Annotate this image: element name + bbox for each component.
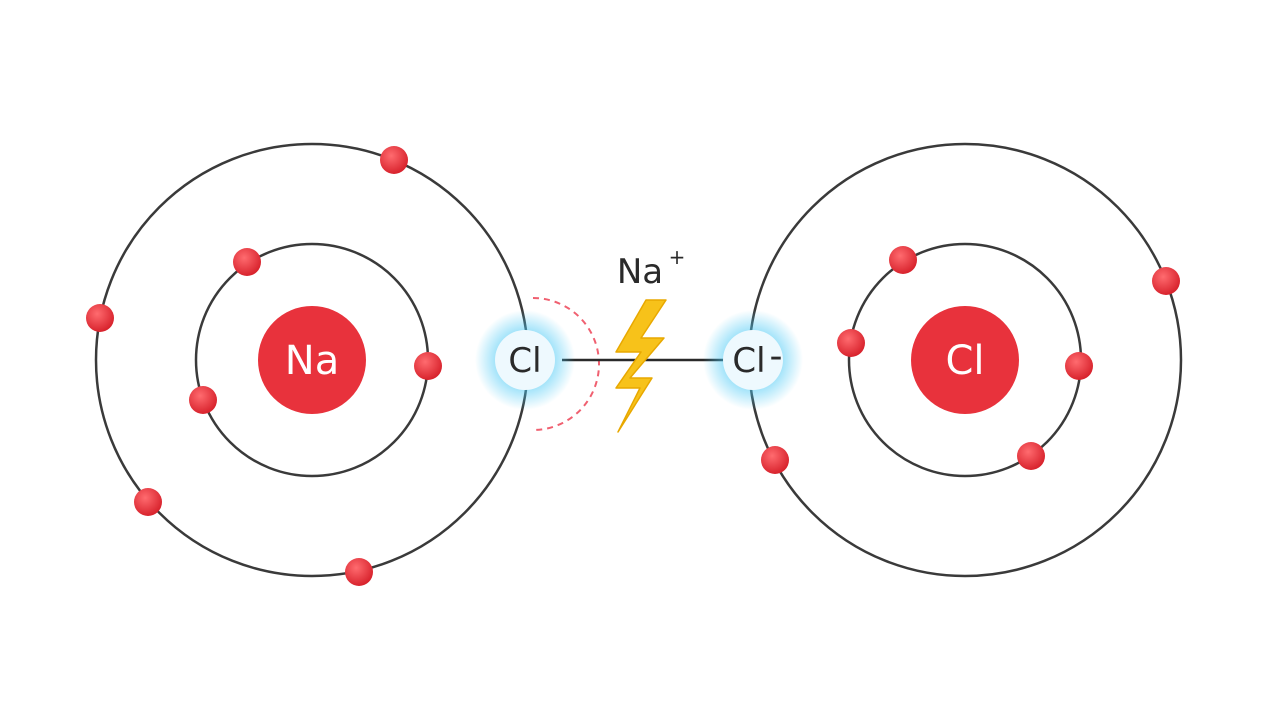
- electron: [414, 352, 442, 380]
- electron: [1152, 267, 1180, 295]
- electron: [837, 329, 865, 357]
- right-ion-charge: -: [770, 336, 783, 377]
- electron: [380, 146, 408, 174]
- electron: [134, 488, 162, 516]
- left-ion-core: [495, 330, 555, 390]
- left-ion-label: Cl: [508, 341, 541, 381]
- cl-nucleus-label: Cl: [945, 338, 984, 384]
- cl-electrons: [761, 246, 1180, 474]
- na-nucleus-label: Na: [285, 338, 339, 384]
- electron: [233, 248, 261, 276]
- right-ion-core: [723, 330, 783, 390]
- electron: [189, 386, 217, 414]
- transfer-charge: +: [669, 245, 686, 269]
- atom-cl: Cl: [747, 142, 1183, 578]
- electron: [1017, 442, 1045, 470]
- electron: [761, 446, 789, 474]
- right-ion-label: Cl: [732, 341, 765, 381]
- transfer-label: Na: [617, 252, 663, 292]
- bond-region: Cl Cl - Na +: [475, 245, 803, 433]
- na-electrons: [86, 146, 442, 586]
- electron: [345, 558, 373, 586]
- cl-nucleus: [911, 306, 1019, 414]
- electron: [1065, 352, 1093, 380]
- dashed-transfer-arc: [532, 297, 600, 431]
- na-nucleus: [258, 306, 366, 414]
- electron: [889, 246, 917, 274]
- electron: [86, 304, 114, 332]
- lightning-bolt-icon: [615, 299, 667, 433]
- atom-na: Na: [86, 142, 530, 586]
